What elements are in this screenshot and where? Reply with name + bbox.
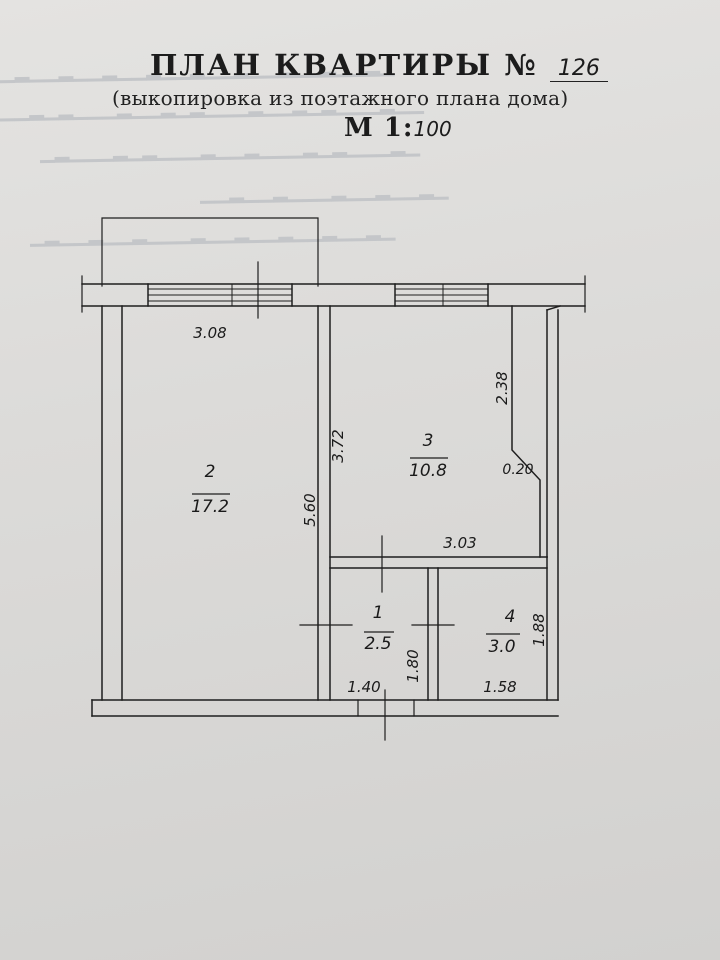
window-room-2 bbox=[147, 283, 293, 307]
dim-niche-depth: 2.38 bbox=[493, 371, 511, 404]
dim-room2-width: 3.08 bbox=[193, 324, 226, 342]
page-subtitle: (выкопировка из поэтажного плана дома) bbox=[112, 86, 569, 110]
partition-3-4 bbox=[329, 556, 548, 569]
room-2-area: 17.2 bbox=[191, 497, 229, 517]
room-1-area: 2.5 bbox=[364, 634, 391, 654]
apartment-number: 126 bbox=[549, 56, 608, 82]
scale-value: 100 bbox=[413, 117, 452, 141]
wall-left bbox=[101, 305, 123, 701]
dim-room2-length: 5.60 bbox=[301, 493, 319, 526]
wall-right-room-4 bbox=[546, 309, 559, 701]
dim-room4-width: 1.58 bbox=[483, 678, 516, 696]
window-room-3 bbox=[394, 283, 489, 307]
dim-room3-width: 3.03 bbox=[443, 534, 476, 552]
scale-prefix: М 1: bbox=[344, 113, 414, 143]
room-2-number: 2 bbox=[205, 462, 216, 482]
dim-room1-length: 1.80 bbox=[404, 649, 422, 682]
wall-right-room-3 bbox=[511, 305, 561, 558]
dim-room1-width: 1.40 bbox=[347, 678, 380, 696]
entrance-door bbox=[357, 689, 415, 741]
room-4-area: 3.0 bbox=[488, 637, 515, 657]
title-text: ПЛАН КВАРТИРЫ № bbox=[150, 48, 538, 82]
partition-1-4 bbox=[427, 567, 439, 701]
room-1-number: 1 bbox=[373, 603, 384, 623]
exterior-wall-top bbox=[81, 275, 586, 313]
room-4-number: 4 bbox=[505, 607, 516, 627]
room-3-number: 3 bbox=[423, 431, 434, 451]
dim-room3-length: 3.72 bbox=[329, 429, 347, 462]
partition-2-3 bbox=[317, 305, 331, 701]
door-markers bbox=[257, 261, 455, 626]
exterior-wall-bottom bbox=[91, 699, 559, 717]
dim-niche-offset: 0.20 bbox=[502, 462, 533, 478]
balcony-outline bbox=[101, 217, 319, 287]
scale-label: М 1:100 bbox=[344, 113, 452, 143]
dim-room4-length: 1.88 bbox=[530, 613, 548, 646]
room-3-area: 10.8 bbox=[409, 461, 447, 481]
page-title: ПЛАН КВАРТИРЫ № 126 bbox=[150, 48, 608, 82]
